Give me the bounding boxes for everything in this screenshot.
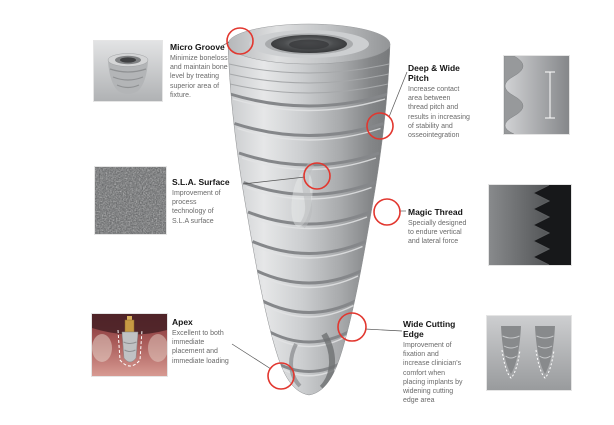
micro-groove-thumbnail — [94, 41, 162, 101]
sla-surface-title: S.L.A. Surface — [172, 177, 230, 187]
deep-wide-pitch-description: Increase contact area between thread pit… — [408, 86, 470, 140]
sla-surface-thumbnail — [95, 167, 166, 234]
magic-thread-description: Specially designed to endure vertical an… — [408, 220, 467, 246]
wide-cutting-edge-description: Improvement of fixation and increase cli… — [403, 342, 463, 405]
magic-thread-thumbnail — [489, 184, 571, 266]
callout-wide-cutting-edge: Wide Cutting Edge Improvement of fixatio… — [403, 319, 467, 406]
apex-description: Excellent to both immediate placement an… — [172, 330, 229, 365]
callout-deep-wide-pitch: Deep & Wide Pitch Increase contact area … — [408, 63, 470, 140]
callout-sla-surface: S.L.A. Surface Improvement of process te… — [172, 177, 230, 226]
callout-magic-thread: Magic Thread Specially designed to endur… — [408, 207, 470, 247]
micro-groove-description: Minimize boneloss and maintain bone leve… — [170, 55, 228, 99]
wide-cutting-edge-thumbnail — [487, 316, 571, 390]
deep-wide-pitch-title: Deep & Wide Pitch — [408, 63, 460, 83]
magic-thread-title: Magic Thread — [408, 207, 463, 217]
callout-micro-groove: Micro Groove Minimize boneloss and maint… — [170, 42, 230, 100]
wide-cutting-edge-title: Wide Cutting Edge — [403, 319, 456, 339]
micro-groove-title: Micro Groove — [170, 42, 225, 52]
apex-thumbnail — [92, 314, 168, 376]
callout-apex: Apex Excellent to both immediate placeme… — [172, 317, 232, 366]
implant-illustration — [224, 14, 394, 414]
sla-surface-description: Improvement of process technology of S.L… — [172, 190, 221, 225]
deep-wide-pitch-thumbnail — [503, 55, 569, 135]
apex-title: Apex — [172, 317, 193, 327]
